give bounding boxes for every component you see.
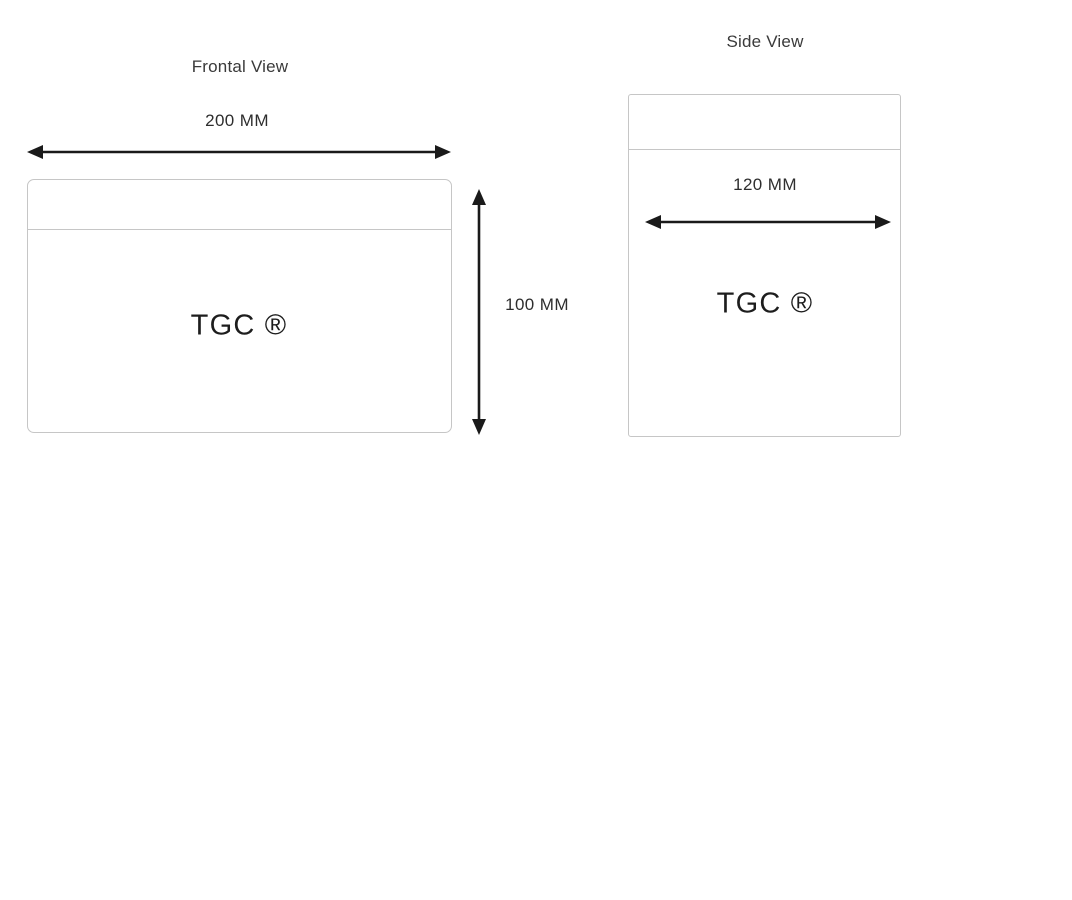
side-product-box: 120 MM TGC ®: [628, 94, 901, 437]
side-brand-text: TGC ®: [716, 287, 814, 320]
frontal-brand-text: TGC ®: [190, 309, 288, 342]
frontal-height-dimension-label: 100 MM: [505, 295, 569, 314]
double-arrow-vertical-icon: [472, 189, 486, 435]
double-arrow-horizontal-icon: [27, 145, 451, 159]
side-width-dimension-arrow: [643, 212, 893, 232]
side-lid-divider: [629, 149, 900, 150]
side-width-dimension-label: 120 MM: [733, 175, 797, 194]
side-view-group: Side View 120 MM TGC ®: [600, 0, 1000, 470]
frontal-height-dimension-arrow: [469, 187, 489, 437]
frontal-lid-divider: [28, 229, 451, 230]
frontal-product-box: TGC ®: [27, 179, 452, 433]
frontal-width-dimension-label: 200 MM: [205, 111, 269, 130]
double-arrow-horizontal-icon: [645, 215, 891, 229]
frontal-view-group: Frontal View 200 MM TGC ® 100 MM: [0, 0, 620, 470]
frontal-width-dimension-arrow: [25, 142, 453, 162]
frontal-view-title: Frontal View: [191, 57, 289, 76]
side-view-title: Side View: [726, 32, 804, 51]
